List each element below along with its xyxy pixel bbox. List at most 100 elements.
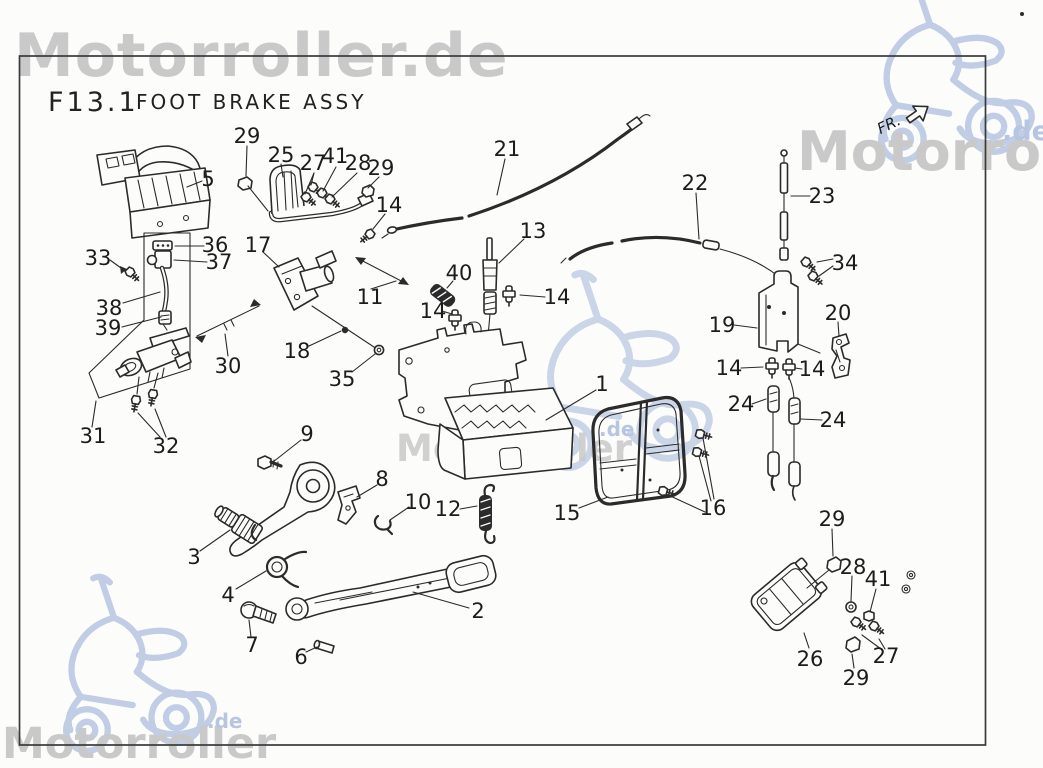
callout-35: 35	[329, 367, 356, 391]
callout-19: 19	[709, 313, 736, 337]
part-41-nut-br	[863, 610, 875, 622]
watermark-top-right-tld: .de	[1002, 116, 1043, 147]
part-6-pin	[313, 639, 335, 654]
callout-29: 29	[843, 666, 870, 690]
part-14-clamp-mid-right	[502, 285, 516, 307]
callout-4: 4	[221, 583, 234, 607]
callout-41: 41	[322, 144, 349, 168]
part-27-bolt-br	[867, 619, 888, 638]
fr-arrow-icon	[905, 105, 929, 124]
callout-1: 1	[595, 372, 608, 396]
part-5-pedal-cover	[96, 145, 211, 239]
callout-26: 26	[797, 647, 824, 671]
callout-39: 39	[95, 316, 122, 340]
callout-27: 27	[873, 644, 900, 668]
part-10-clip	[373, 514, 394, 536]
part-22-cable	[560, 235, 779, 277]
callout-36: 36	[202, 233, 229, 257]
callout-32: 32	[153, 434, 180, 458]
callout-40: 40	[446, 261, 473, 285]
part-30-rod	[195, 299, 261, 343]
callout-3: 3	[187, 545, 200, 569]
part-35-grommet	[373, 344, 385, 356]
callout-2: 2	[471, 599, 484, 623]
callout-24: 24	[820, 408, 847, 432]
callout-28: 28	[345, 151, 372, 175]
part-32-bolt	[145, 388, 159, 408]
scan-dot	[1020, 12, 1024, 16]
callout-14: 14	[716, 356, 743, 380]
callout-41: 41	[865, 567, 892, 591]
part-28-washer-br	[845, 601, 857, 613]
part-14-clamp-right-a	[765, 357, 779, 379]
callout-16: 16	[700, 496, 727, 520]
part-40-spring	[430, 284, 456, 307]
callout-17: 17	[245, 233, 272, 257]
callout-20: 20	[825, 301, 852, 325]
part-8-catch-bracket	[337, 485, 361, 525]
part-29-nut-right	[361, 184, 375, 198]
callout-12: 12	[435, 497, 462, 521]
watermark-bottom: Motorroller	[2, 719, 277, 768]
callout-37: 37	[206, 250, 233, 274]
callout-18: 18	[284, 339, 311, 363]
part-1-bracket-assembly	[398, 321, 574, 480]
callout-33: 33	[85, 246, 112, 270]
watermark-center-tld: .de	[599, 417, 634, 441]
title-block: F13.1 FOOT BRAKE ASSY	[48, 87, 366, 118]
part-29-nut-br-bottom	[845, 636, 861, 653]
part-33-bolt	[123, 265, 143, 285]
part-14-clamp-right-b	[782, 358, 796, 380]
part-12-return-spring	[479, 483, 496, 545]
callout-21: 21	[494, 137, 521, 161]
part-33-arrowhead	[120, 266, 127, 274]
part-24-cable-left	[767, 385, 780, 492]
callout-23: 23	[809, 184, 836, 208]
part-2-brake-pedal	[285, 554, 497, 621]
part-31-pump	[115, 327, 192, 383]
part-21-brake-cable	[381, 114, 651, 239]
diagram-frame	[18, 55, 987, 746]
part-23-rod	[779, 149, 789, 261]
callout-10: 10	[405, 490, 432, 514]
part-25-guard-bracket	[247, 164, 374, 223]
part-3-brake-arm	[214, 461, 336, 557]
callout-30: 30	[215, 354, 242, 378]
callout-11: 11	[357, 285, 384, 309]
part-4-torsion-spring	[265, 550, 308, 589]
part-34-screw	[799, 255, 819, 275]
callout-5: 5	[201, 167, 214, 191]
callout-14: 14	[420, 299, 447, 323]
callout-29: 29	[819, 507, 846, 531]
parts-drawing	[88, 114, 916, 654]
callout-14: 14	[544, 285, 571, 309]
callout-6: 6	[294, 645, 307, 669]
callout-7: 7	[245, 633, 258, 657]
part-34-screw	[806, 269, 826, 289]
part-19-equalizer-bracket	[758, 270, 821, 354]
part-rings-br	[901, 570, 916, 594]
callout-38: 38	[96, 296, 123, 320]
part-26-guard-bracket	[750, 557, 828, 632]
part-16-screw	[691, 445, 711, 461]
callout-28: 28	[840, 555, 867, 579]
callout-29: 29	[234, 124, 261, 148]
part-24-cable-right	[788, 377, 801, 501]
callout-27: 27	[300, 151, 327, 175]
callout-25: 25	[268, 143, 295, 167]
callout-31: 31	[80, 424, 107, 448]
part-29-nut-br-top	[826, 556, 842, 573]
part-9-bolt	[257, 455, 283, 470]
watermark-top-right: Motorroller	[797, 120, 1043, 183]
part-18-ball	[341, 326, 349, 334]
part-14-clamp-top	[357, 227, 377, 246]
callout-24: 24	[728, 392, 755, 416]
callout-8: 8	[375, 467, 388, 491]
part-15-cover-panel	[591, 395, 687, 506]
part-17-master-cylinder	[273, 250, 385, 356]
page-title-name: FOOT BRAKE ASSY	[136, 90, 366, 114]
callout-29: 29	[368, 156, 395, 180]
callout-13: 13	[520, 219, 547, 243]
